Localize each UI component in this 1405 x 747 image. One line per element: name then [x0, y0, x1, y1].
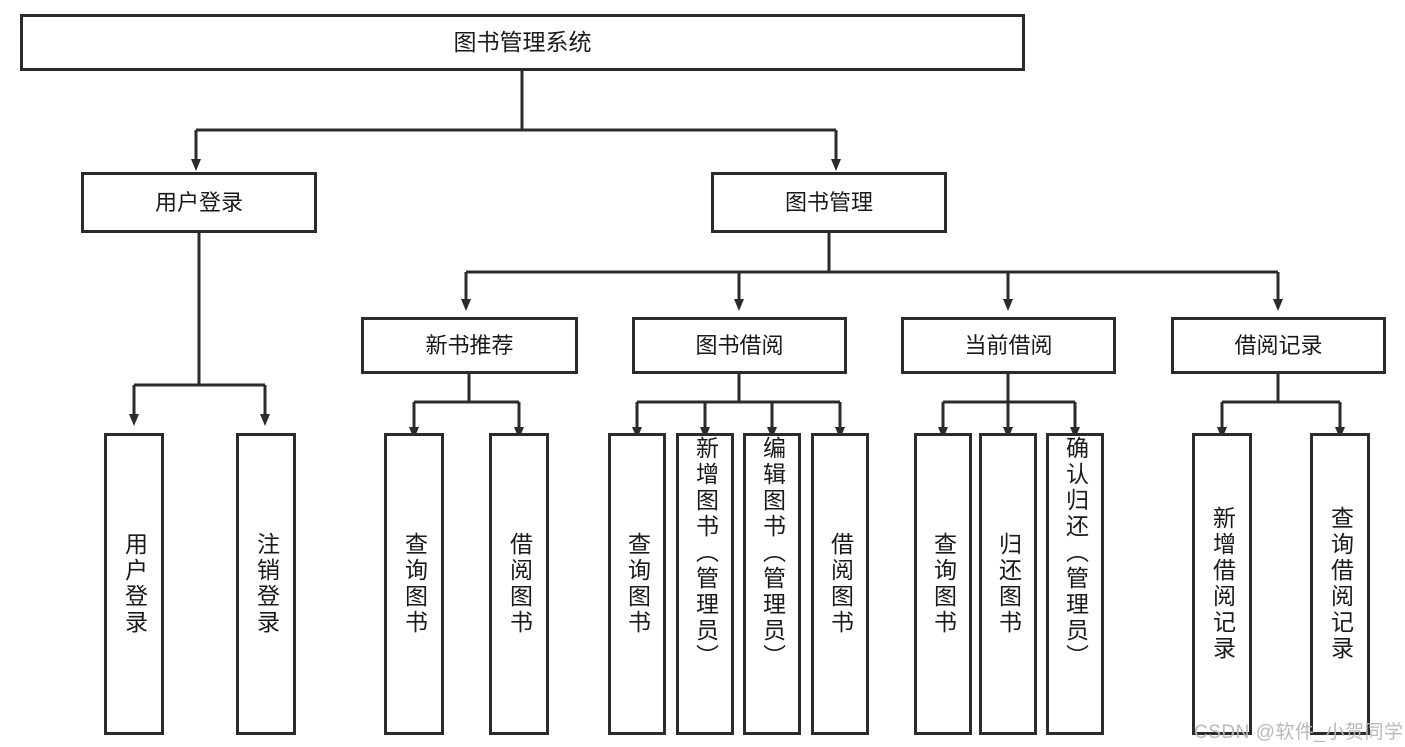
node-label: 用户登录: [121, 532, 148, 636]
node-book-borrow[interactable]: 图书借阅: [632, 317, 847, 374]
node-label: 编辑图书（管理员）: [759, 436, 786, 670]
node-label: 借阅图书: [827, 532, 854, 636]
leaf-query-book-borrow[interactable]: 查询图书: [608, 433, 666, 735]
node-label: 图书管理: [784, 189, 873, 215]
node-label: 借阅图书: [506, 532, 533, 636]
leaf-borrow-book-new-recommend[interactable]: 借阅图书: [489, 433, 549, 735]
node-label: 新增图书（管理员）: [692, 436, 719, 670]
node-new-book-recommend[interactable]: 新书推荐: [361, 317, 578, 374]
leaf-query-book-current[interactable]: 查询图书: [914, 433, 972, 735]
node-label: 新书推荐: [425, 332, 514, 358]
leaf-user-login[interactable]: 用户登录: [104, 433, 164, 735]
leaf-confirm-return-admin[interactable]: 确认归还（管理员）: [1046, 433, 1104, 735]
node-user-login[interactable]: 用户登录: [81, 172, 317, 233]
node-label: 借阅记录: [1234, 332, 1323, 358]
node-label: 查询图书: [624, 532, 651, 636]
node-label: 查询图书: [401, 532, 428, 636]
node-book-management[interactable]: 图书管理: [711, 172, 947, 233]
node-label: 查询借阅记录: [1327, 506, 1354, 662]
leaf-return-book[interactable]: 归还图书: [979, 433, 1037, 735]
leaf-add-book-admin[interactable]: 新增图书（管理员）: [676, 433, 734, 735]
node-label: 图书管理系统: [453, 28, 592, 55]
leaf-user-logout[interactable]: 注销登录: [236, 433, 296, 735]
node-root-book-management-system[interactable]: 图书管理系统: [20, 14, 1025, 71]
leaf-borrow-book-borrow[interactable]: 借阅图书: [811, 433, 869, 735]
leaf-edit-book-admin[interactable]: 编辑图书（管理员）: [743, 433, 801, 735]
node-current-borrow[interactable]: 当前借阅: [901, 317, 1116, 374]
node-label: 确认归还（管理员）: [1062, 436, 1089, 670]
node-label: 新增借阅记录: [1209, 506, 1236, 662]
node-label: 注销登录: [253, 532, 280, 636]
leaf-add-borrow-record[interactable]: 新增借阅记录: [1192, 433, 1252, 735]
node-label: 用户登录: [154, 189, 243, 215]
node-label: 查询图书: [930, 532, 957, 636]
node-label: 当前借阅: [964, 332, 1053, 358]
csdn-watermark: CSDN @软件_小贺同学: [1194, 722, 1404, 743]
leaf-query-book-new-recommend[interactable]: 查询图书: [384, 433, 444, 735]
node-label: 图书借阅: [695, 332, 784, 358]
node-borrow-record[interactable]: 借阅记录: [1171, 317, 1386, 374]
leaf-query-borrow-record[interactable]: 查询借阅记录: [1310, 433, 1370, 735]
node-label: 归还图书: [995, 532, 1022, 636]
